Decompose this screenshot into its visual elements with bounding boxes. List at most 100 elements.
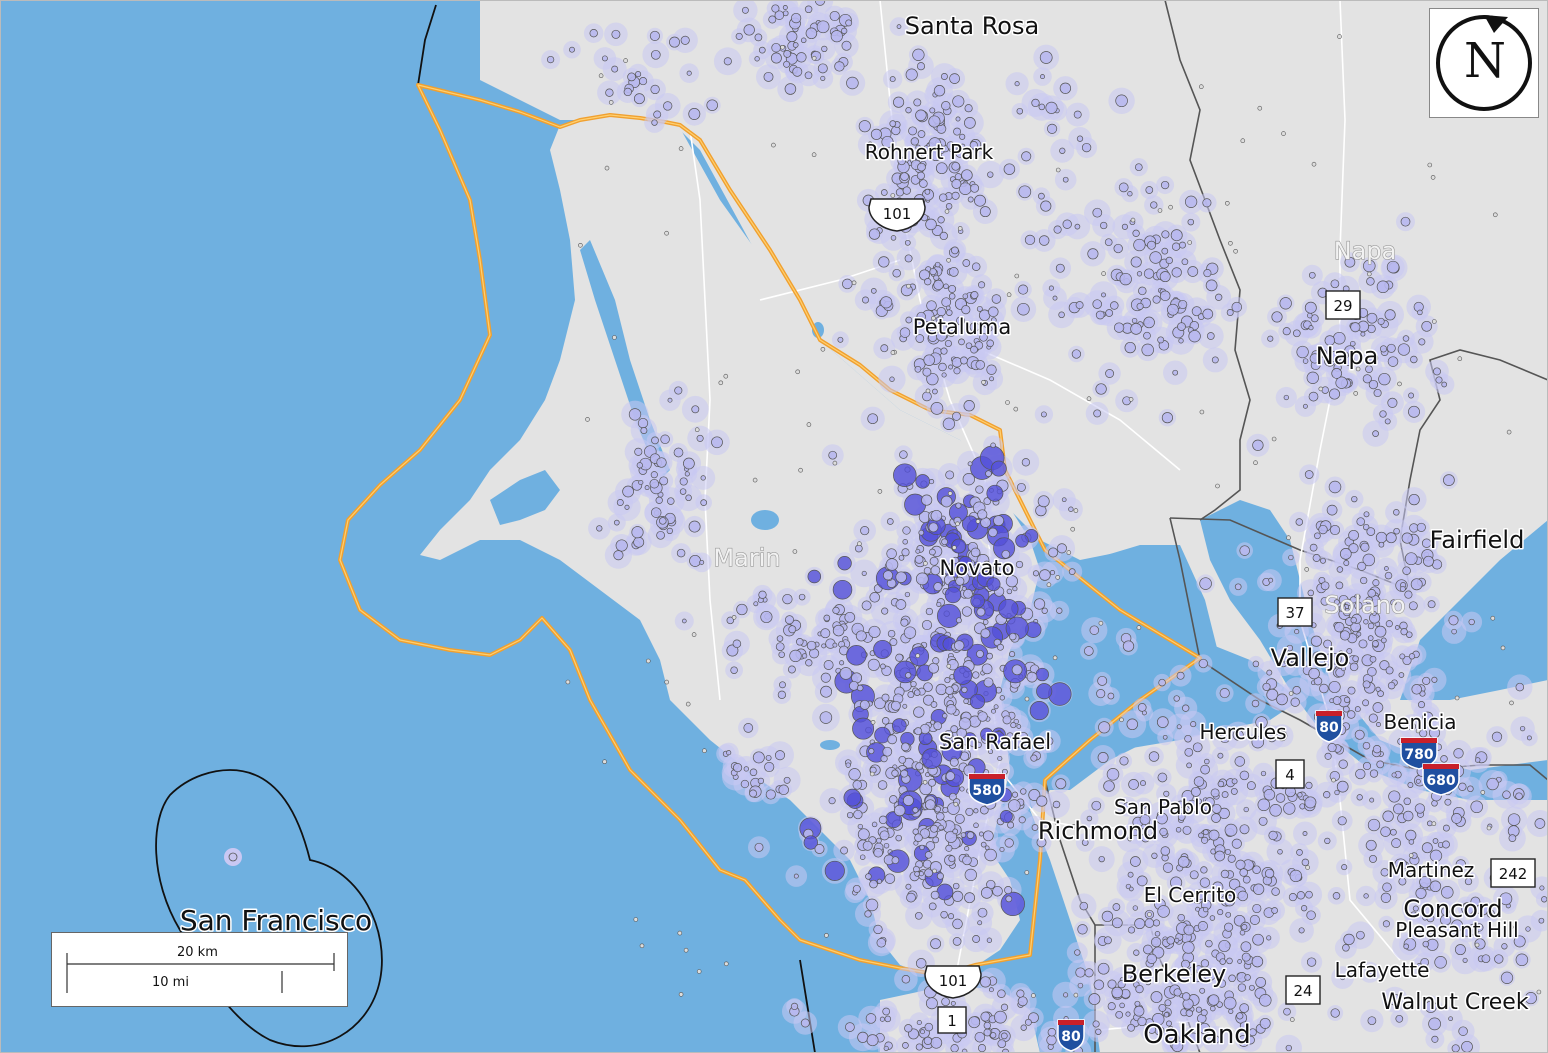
- data-point[interactable]: [867, 141, 874, 148]
- data-point[interactable]: [1347, 686, 1356, 695]
- data-point[interactable]: [1339, 548, 1352, 560]
- data-point[interactable]: [1290, 697, 1300, 707]
- data-point[interactable]: [1334, 789, 1340, 796]
- data-point[interactable]: [798, 467, 803, 473]
- data-point[interactable]: [925, 997, 938, 1010]
- data-point[interactable]: [1343, 933, 1355, 946]
- data-point[interactable]: [845, 762, 851, 768]
- data-point[interactable]: [948, 293, 956, 300]
- data-point[interactable]: [877, 780, 888, 790]
- data-point[interactable]: [1187, 218, 1195, 226]
- data-point[interactable]: [1324, 837, 1331, 845]
- data-point[interactable]: [1075, 967, 1086, 978]
- data-point[interactable]: [1158, 1003, 1167, 1012]
- data-point[interactable]: [930, 938, 942, 950]
- data-point[interactable]: [935, 162, 948, 175]
- data-point[interactable]: [905, 883, 912, 890]
- data-point[interactable]: [1088, 993, 1101, 1006]
- data-point[interactable]: [970, 183, 980, 193]
- data-point[interactable]: [895, 188, 904, 197]
- data-point[interactable]: [936, 330, 947, 342]
- data-point[interactable]: [877, 489, 883, 494]
- data-point[interactable]: [942, 806, 949, 814]
- data-point[interactable]: [846, 76, 859, 90]
- data-point[interactable]: [881, 135, 894, 149]
- data-point[interactable]: [922, 367, 932, 377]
- data-point[interactable]: [673, 447, 684, 458]
- data-point[interactable]: [1219, 688, 1230, 699]
- data-point[interactable]: [965, 807, 974, 816]
- data-point[interactable]: [904, 254, 913, 263]
- data-point[interactable]: [1045, 101, 1058, 114]
- data-point[interactable]: [1360, 576, 1368, 585]
- data-point[interactable]: [1402, 810, 1414, 822]
- data-point[interactable]: [873, 848, 883, 858]
- data-point[interactable]: [1139, 814, 1151, 825]
- data-point[interactable]: [972, 567, 978, 573]
- data-point[interactable]: [800, 1018, 810, 1028]
- data-point[interactable]: [893, 96, 905, 108]
- data-point[interactable]: [1009, 651, 1016, 658]
- data-point[interactable]: [955, 116, 961, 122]
- data-point[interactable]: [945, 203, 953, 210]
- data-point[interactable]: [923, 1036, 933, 1045]
- data-point[interactable]: [849, 680, 859, 691]
- data-point[interactable]: [1255, 716, 1268, 729]
- data-point[interactable]: [780, 44, 785, 50]
- data-point[interactable]: [1036, 837, 1047, 848]
- data-point[interactable]: [1373, 388, 1382, 398]
- data-point[interactable]: [1500, 645, 1506, 651]
- data-point[interactable]: [1112, 903, 1121, 911]
- data-point[interactable]: [1380, 637, 1387, 644]
- data-point[interactable]: [1040, 200, 1052, 212]
- data-point[interactable]: [1372, 579, 1380, 587]
- data-point[interactable]: [688, 108, 701, 120]
- data-point[interactable]: [862, 296, 869, 304]
- data-point[interactable]: [1119, 717, 1124, 723]
- data-point[interactable]: [1401, 532, 1413, 544]
- data-point[interactable]: [953, 127, 962, 136]
- data-point[interactable]: [1024, 1018, 1032, 1026]
- data-point[interactable]: [1390, 599, 1397, 606]
- data-point[interactable]: [1253, 460, 1258, 466]
- data-point[interactable]: [758, 590, 767, 599]
- data-point[interactable]: [1501, 943, 1508, 950]
- data-point[interactable]: [902, 526, 911, 535]
- data-point[interactable]: [917, 130, 926, 138]
- data-point[interactable]: [1239, 868, 1248, 877]
- data-point[interactable]: [1083, 646, 1094, 656]
- data-point[interactable]: [660, 434, 670, 445]
- data-point[interactable]: [1192, 742, 1203, 753]
- data-point[interactable]: [1506, 429, 1512, 435]
- data-point[interactable]: [1319, 683, 1329, 694]
- data-point[interactable]: [841, 27, 848, 35]
- data-point[interactable]: [983, 1028, 992, 1037]
- data-point[interactable]: [1200, 764, 1210, 775]
- data-point[interactable]: [904, 591, 911, 598]
- data-point[interactable]: [681, 618, 687, 624]
- data-point[interactable]: [975, 485, 984, 494]
- data-point[interactable]: [1111, 986, 1123, 999]
- data-point[interactable]: [1073, 110, 1082, 119]
- data-point[interactable]: [970, 345, 978, 354]
- data-point[interactable]: [1391, 838, 1402, 849]
- data-point[interactable]: [1182, 704, 1190, 712]
- data-point[interactable]: [929, 556, 939, 566]
- data-point[interactable]: [1037, 495, 1050, 508]
- data-point[interactable]: [1220, 869, 1230, 879]
- data-point[interactable]: [1337, 34, 1342, 39]
- data-point[interactable]: [1188, 330, 1201, 343]
- data-point[interactable]: [669, 36, 680, 48]
- data-point[interactable]: [1042, 741, 1050, 749]
- data-point[interactable]: [1330, 1008, 1340, 1018]
- data-point[interactable]: [1408, 839, 1415, 845]
- data-point[interactable]: [950, 1000, 956, 1006]
- data-point[interactable]: [977, 920, 983, 926]
- data-point[interactable]: [1161, 247, 1169, 255]
- data-point[interactable]: [650, 49, 661, 60]
- data-point[interactable]: [915, 144, 922, 151]
- data-point[interactable]: [816, 20, 830, 34]
- data-point[interactable]: [784, 615, 795, 625]
- data-point[interactable]: [1275, 793, 1286, 803]
- data-point[interactable]: [1058, 311, 1065, 319]
